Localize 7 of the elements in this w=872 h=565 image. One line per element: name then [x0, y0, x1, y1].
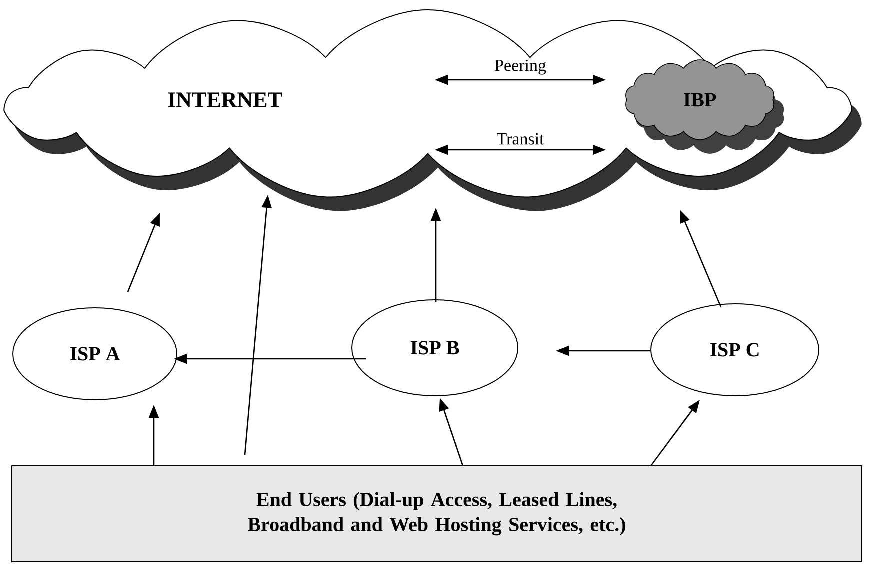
ellipse-node: ISP B [352, 300, 518, 396]
text-box: End Users (Dial-up Access, Leased Lines, Broadband and Web Hosting Services, etc.) [12, 466, 862, 562]
ellipse-node: ISP A [12, 308, 178, 400]
edge-label: Transit [496, 132, 546, 146]
cloud: IBP [626, 60, 784, 154]
edge-label: Peering [494, 58, 548, 76]
ellipse-node: ISP C [650, 304, 820, 396]
